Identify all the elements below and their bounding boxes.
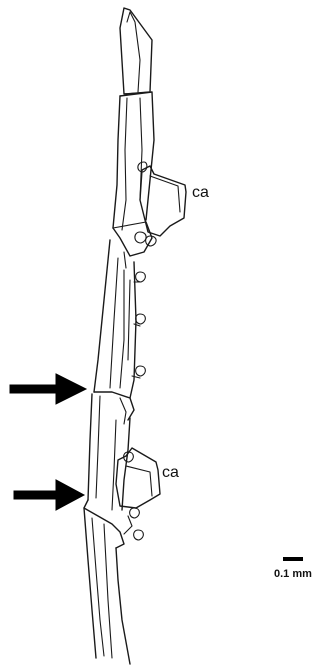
callus-upper [138,162,186,236]
stem-tip [120,8,152,94]
arrow-lower [14,480,84,510]
stem-base [84,508,130,664]
stem-node-1 [113,222,156,268]
arrow-upper [10,374,86,404]
scale-bar-label: 0.1 mm [274,568,312,580]
stem-segment-upper [113,92,154,230]
stem-segment-lower [88,394,130,510]
stem-segment-middle [94,240,145,398]
scale-bar [283,557,303,561]
callus-label-upper: ca [192,184,209,201]
callus-label-lower: ca [162,464,179,481]
